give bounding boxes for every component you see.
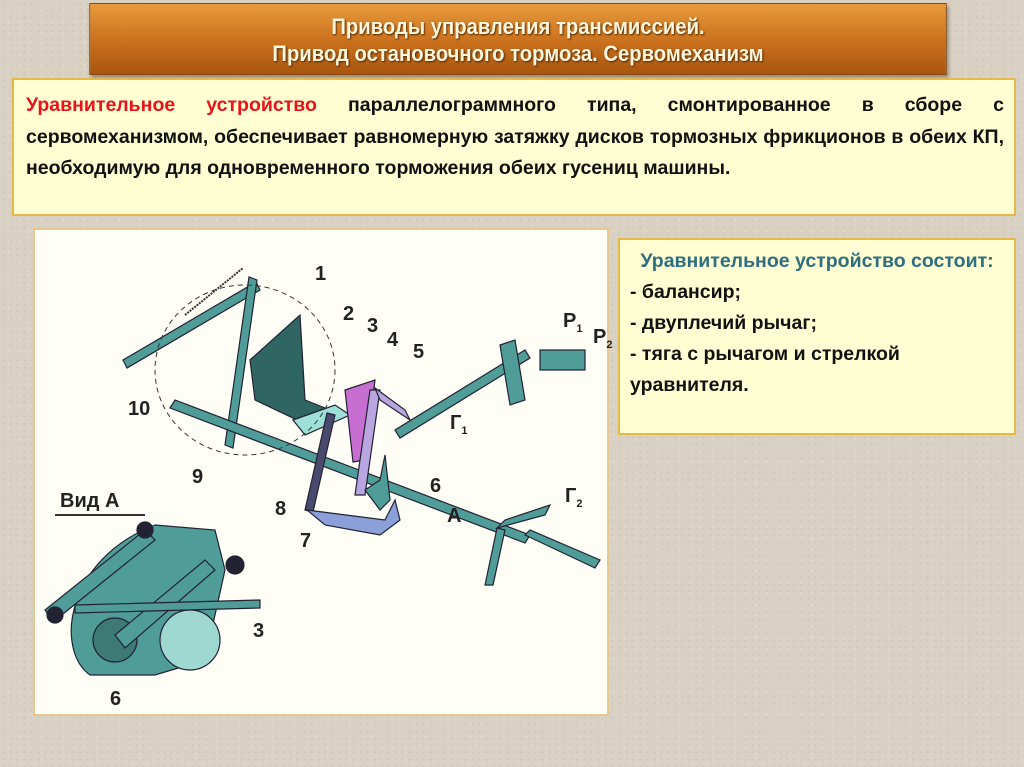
rod-5 — [373, 386, 412, 422]
label-8: 8 — [275, 498, 287, 520]
label-g2: Г2 — [565, 485, 583, 510]
label-6: 6 — [430, 475, 442, 497]
rod-g1 — [394, 349, 531, 439]
label-p2: P2 — [593, 326, 613, 351]
view-a-disc — [159, 609, 221, 671]
intro-highlight: Уравнительное устройство — [26, 94, 317, 116]
label-1: 1 — [315, 263, 327, 285]
slide-title: Приводы управления трансмиссией. Привод … — [89, 3, 947, 75]
detail-outline — [154, 284, 336, 456]
label-9: 9 — [192, 466, 204, 488]
composition-box: Уравнительное устройство состоит: - бала… — [618, 238, 1016, 435]
composition-heading: Уравнительное устройство состоит: — [640, 250, 994, 272]
spring — [184, 267, 244, 316]
title-line-1: Приводы управления трансмиссией. — [331, 14, 705, 39]
label-view-a: Вид А — [60, 490, 120, 512]
title-line-2: Привод остановочного тормоза. Сервомехан… — [272, 41, 764, 66]
label-view-3: 3 — [253, 620, 265, 642]
pedal — [249, 313, 332, 421]
balancer-7 — [305, 498, 401, 536]
composition-item: - балансир; — [630, 281, 742, 303]
label-p1: P1 — [563, 310, 583, 335]
intro-text: параллелограммного типа, смонтированное … — [26, 94, 1004, 179]
label-3: 3 — [367, 315, 379, 337]
block-p — [539, 349, 586, 371]
label-7: 7 — [300, 530, 312, 552]
label-5: 5 — [413, 341, 425, 363]
composition-item: - двуплечий рычаг; — [630, 312, 817, 334]
label-2: 2 — [343, 303, 355, 325]
rod-10 — [122, 281, 261, 369]
label-a: А — [447, 505, 462, 527]
label-view-6: 6 — [110, 688, 122, 710]
label-10: 10 — [128, 398, 151, 420]
mechanism-drawing — [44, 267, 601, 676]
mechanism-diagram: 1 2 3 4 5 10 9 8 6 7 А Г1 Г2 P1 P2 Вид А… — [33, 228, 613, 716]
composition-item: - тяга с рычагом и стрелкой уравнителя. — [630, 343, 900, 396]
intro-text-box: Уравнительное устройство параллелограммн… — [12, 78, 1016, 216]
label-g1: Г1 — [450, 412, 468, 437]
label-4: 4 — [387, 329, 399, 351]
